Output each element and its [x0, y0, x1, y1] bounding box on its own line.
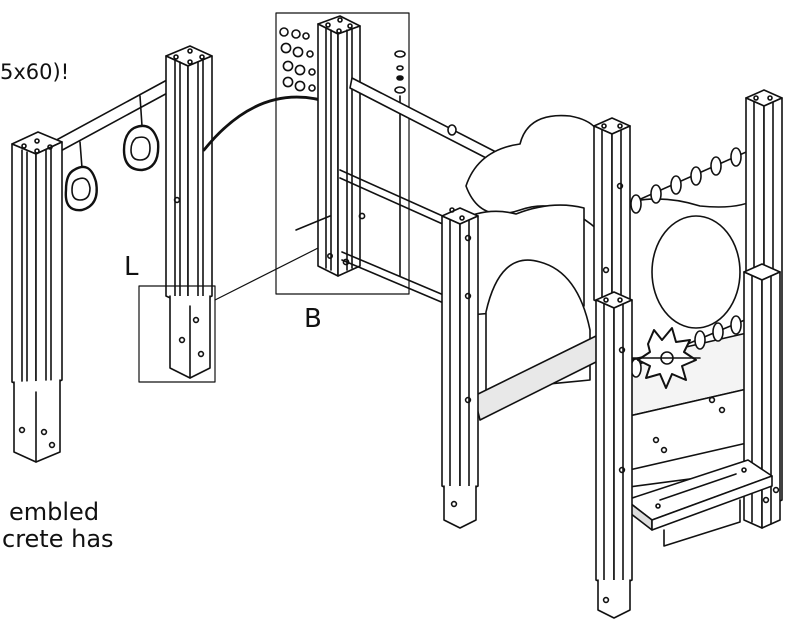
detail-label-L: L — [124, 252, 139, 282]
instruction-note-bottom-line1: embled — [9, 498, 100, 526]
detail-label-B: B — [304, 304, 322, 334]
gear-wheel — [619, 327, 701, 389]
structure-post-front-left — [441, 207, 479, 529]
gym-ring-left — [64, 141, 98, 212]
right-swing-post — [165, 45, 213, 379]
structure-post-front-center — [595, 291, 633, 619]
roller-bar-lower — [615, 311, 765, 378]
detail-box-B — [275, 12, 410, 295]
left-swing-post — [11, 131, 63, 463]
arch-panel — [455, 204, 601, 421]
instruction-note-bottom: embled crete has — [0, 499, 114, 553]
ring-swing-frame — [11, 45, 336, 463]
structure-post-middle — [593, 117, 631, 309]
rear-panel — [465, 114, 599, 231]
leader-line-L — [214, 241, 331, 301]
connector-bar — [349, 77, 497, 163]
roller-bar-upper — [615, 143, 765, 214]
instruction-note-bottom-line2: crete has — [2, 525, 114, 553]
gym-ring-right — [122, 95, 160, 172]
porthole — [651, 215, 741, 329]
arched-beam — [202, 95, 336, 152]
instruction-note-top: 5x60)! — [0, 60, 70, 84]
climbing-wall — [605, 197, 761, 491]
detail-box-L — [138, 285, 216, 383]
central-post — [317, 15, 361, 277]
hardware-bolts — [279, 27, 406, 277]
